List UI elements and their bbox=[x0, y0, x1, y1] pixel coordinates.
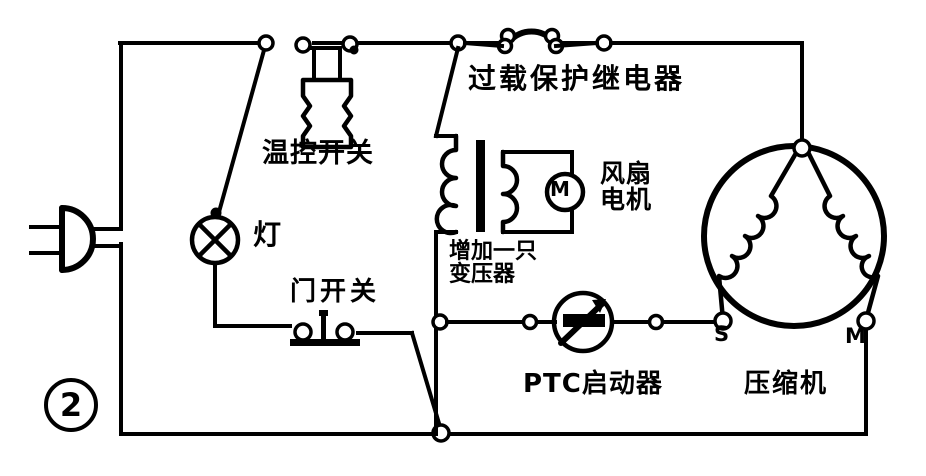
fan-motor-symbol-label: M bbox=[550, 177, 570, 201]
compressor-motor bbox=[701, 138, 887, 331]
transformer bbox=[434, 133, 574, 236]
fan-motor-label: 风扇 电机 bbox=[600, 159, 653, 215]
thermostat-switch[interactable] bbox=[216, 34, 359, 215]
transformer-note-label: 增加一只 变压器 bbox=[449, 240, 537, 286]
lamp-symbol bbox=[189, 207, 292, 328]
ptc-starter-label: PTC启动器 bbox=[523, 369, 663, 399]
ptc-line-wire bbox=[445, 313, 725, 331]
thermostat-switch-label: 温控开关 bbox=[262, 138, 374, 169]
fan-motor-label-line1: 风扇 bbox=[600, 159, 653, 188]
transformer-note-line2: 变压器 bbox=[449, 262, 516, 288]
power-plug bbox=[29, 205, 123, 273]
compressor-label: 压缩机 bbox=[744, 369, 829, 399]
lamp-label: 灯 bbox=[253, 218, 283, 251]
overload-relay-label: 过载保护继电器 bbox=[468, 62, 686, 95]
transformer-note-line1: 增加一只 bbox=[449, 239, 538, 264]
figure-number-badge: 2 bbox=[44, 378, 98, 432]
fan-motor bbox=[544, 150, 586, 234]
overload-relay[interactable] bbox=[496, 27, 804, 55]
fan-motor-label-line2: 电机 bbox=[600, 185, 653, 215]
transformer-branch-wire bbox=[431, 45, 461, 436]
terminal-s-label: S bbox=[714, 322, 731, 346]
ptc-starter bbox=[551, 290, 615, 354]
terminal-m-label: M bbox=[845, 324, 867, 348]
door-switch-label: 门开关 bbox=[290, 277, 381, 307]
door-switch[interactable] bbox=[290, 310, 444, 433]
